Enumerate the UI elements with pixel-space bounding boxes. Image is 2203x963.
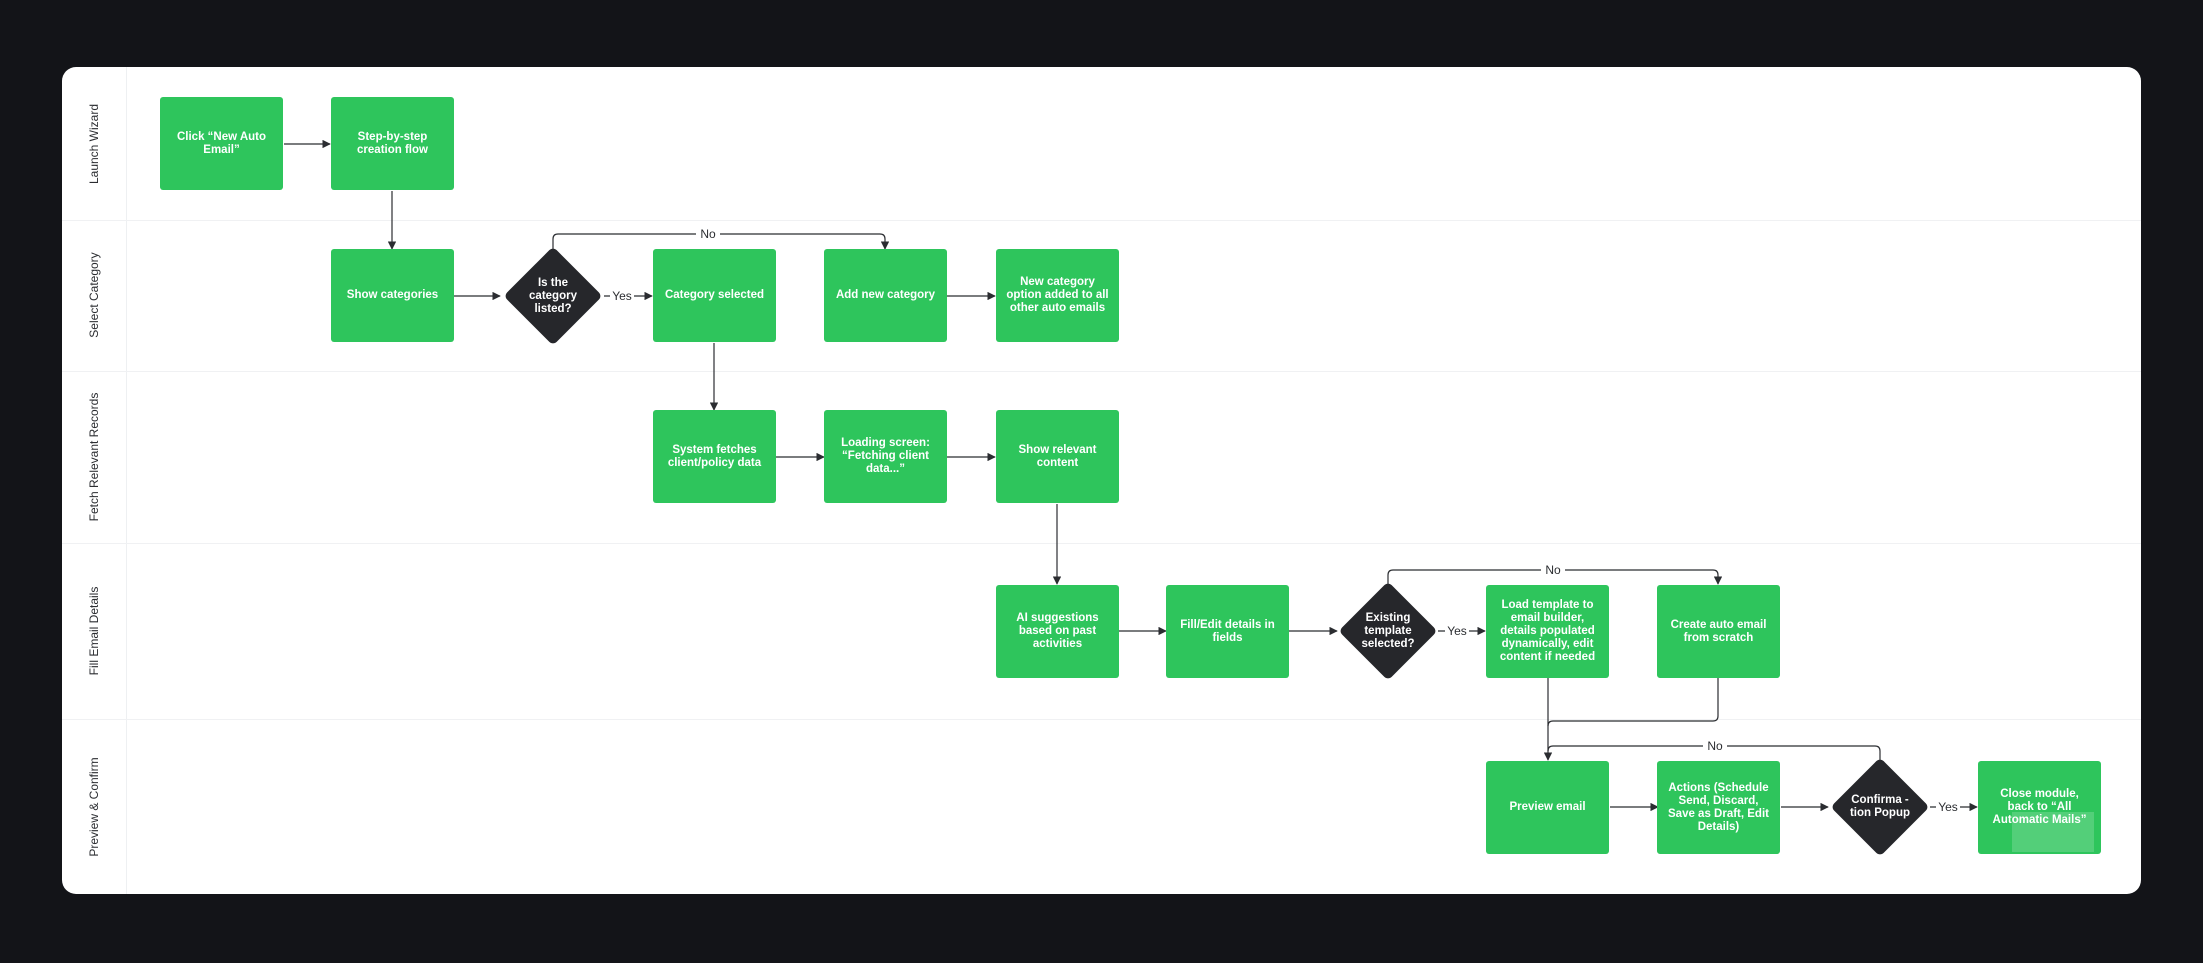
decision-label: Existing template selected? — [1361, 611, 1415, 650]
flowchart-edges: Yes No Yes No Yes No — [284, 139, 1978, 815]
decision-label: Is the category listed? — [529, 276, 577, 315]
node-label: Step-by-step creation flow — [357, 130, 428, 156]
edge-n13-n14 — [1547, 678, 1719, 727]
node-label: Actions (Schedule Send, Discard, Save as… — [1668, 781, 1769, 833]
decision-is-category-listed: Is the category listed? — [503, 246, 603, 346]
node-system-fetches-data: System fetches client/policy data — [653, 410, 776, 503]
decision-label: Confirma -tion Popup — [1849, 794, 1911, 819]
node-close-module: Close module, back to “All Automatic Mai… — [1978, 761, 2101, 854]
node-create-from-scratch: Create auto email from scratch — [1657, 585, 1780, 678]
node-label: Preview email — [1509, 801, 1586, 813]
node-show-relevant-content: Show relevant content — [996, 410, 1119, 503]
node-label: Category selected — [664, 289, 765, 301]
node-loading-screen: Loading screen: “Fetching client data...… — [824, 410, 947, 503]
edge-label-yes: Yes — [1447, 624, 1467, 638]
node-new-category-option-added: New category option added to all other a… — [996, 249, 1119, 342]
node-label: Show relevant content — [1018, 443, 1097, 469]
flowchart-board: Launch Wizard Select Category Fetch Rele… — [62, 67, 2141, 894]
node-label: Loading screen: “Fetching client data...… — [841, 437, 930, 475]
node-click-new-auto-email: Click “New Auto Email” — [160, 97, 283, 190]
node-ai-suggestions: AI suggestions based on past activities — [996, 585, 1119, 678]
edge-label-no: No — [700, 227, 716, 241]
node-show-categories: Show categories — [331, 249, 454, 342]
node-load-template: Load template to email builder, details … — [1486, 585, 1609, 678]
node-actions: Actions (Schedule Send, Discard, Save as… — [1657, 761, 1780, 854]
lane-label-column — [62, 67, 127, 894]
node-label: Click “New Auto Email” — [176, 130, 267, 156]
decision-existing-template-selected: Existing template selected? — [1338, 581, 1438, 681]
node-label: Fill/Edit details in fields — [1180, 618, 1275, 644]
watermark-overlay — [2012, 812, 2094, 852]
node-label: Show categories — [346, 289, 439, 301]
node-label: Add new category — [835, 289, 936, 301]
node-label: Create auto email from scratch — [1670, 618, 1767, 644]
decision-confirmation-popup: Confirma -tion Popup — [1830, 757, 1930, 857]
lane-separator — [62, 719, 2141, 720]
edge-label-yes: Yes — [1938, 800, 1958, 814]
node-add-new-category: Add new category — [824, 249, 947, 342]
node-label: System fetches client/policy data — [667, 443, 762, 469]
lane-separator — [62, 543, 2141, 544]
node-fill-edit-details: Fill/Edit details in fields — [1166, 585, 1289, 678]
node-preview-email: Preview email — [1486, 761, 1609, 854]
node-category-selected: Category selected — [653, 249, 776, 342]
node-label: AI suggestions based on past activities — [1016, 612, 1099, 650]
lane-separator — [62, 371, 2141, 372]
node-label: Close module, back to “All Automatic Mai… — [1992, 788, 2087, 826]
node-step-by-step-creation-flow: Step-by-step creation flow — [331, 97, 454, 190]
edge-label-no: No — [1707, 739, 1723, 753]
edge-d3-n14 — [1547, 745, 1881, 760]
node-label: Load template to email builder, details … — [1499, 599, 1596, 663]
edge-label-no: No — [1545, 563, 1561, 577]
edge-label-yes: Yes — [612, 289, 632, 303]
lane-separator — [62, 220, 2141, 221]
node-label: New category option added to all other a… — [1006, 276, 1109, 314]
